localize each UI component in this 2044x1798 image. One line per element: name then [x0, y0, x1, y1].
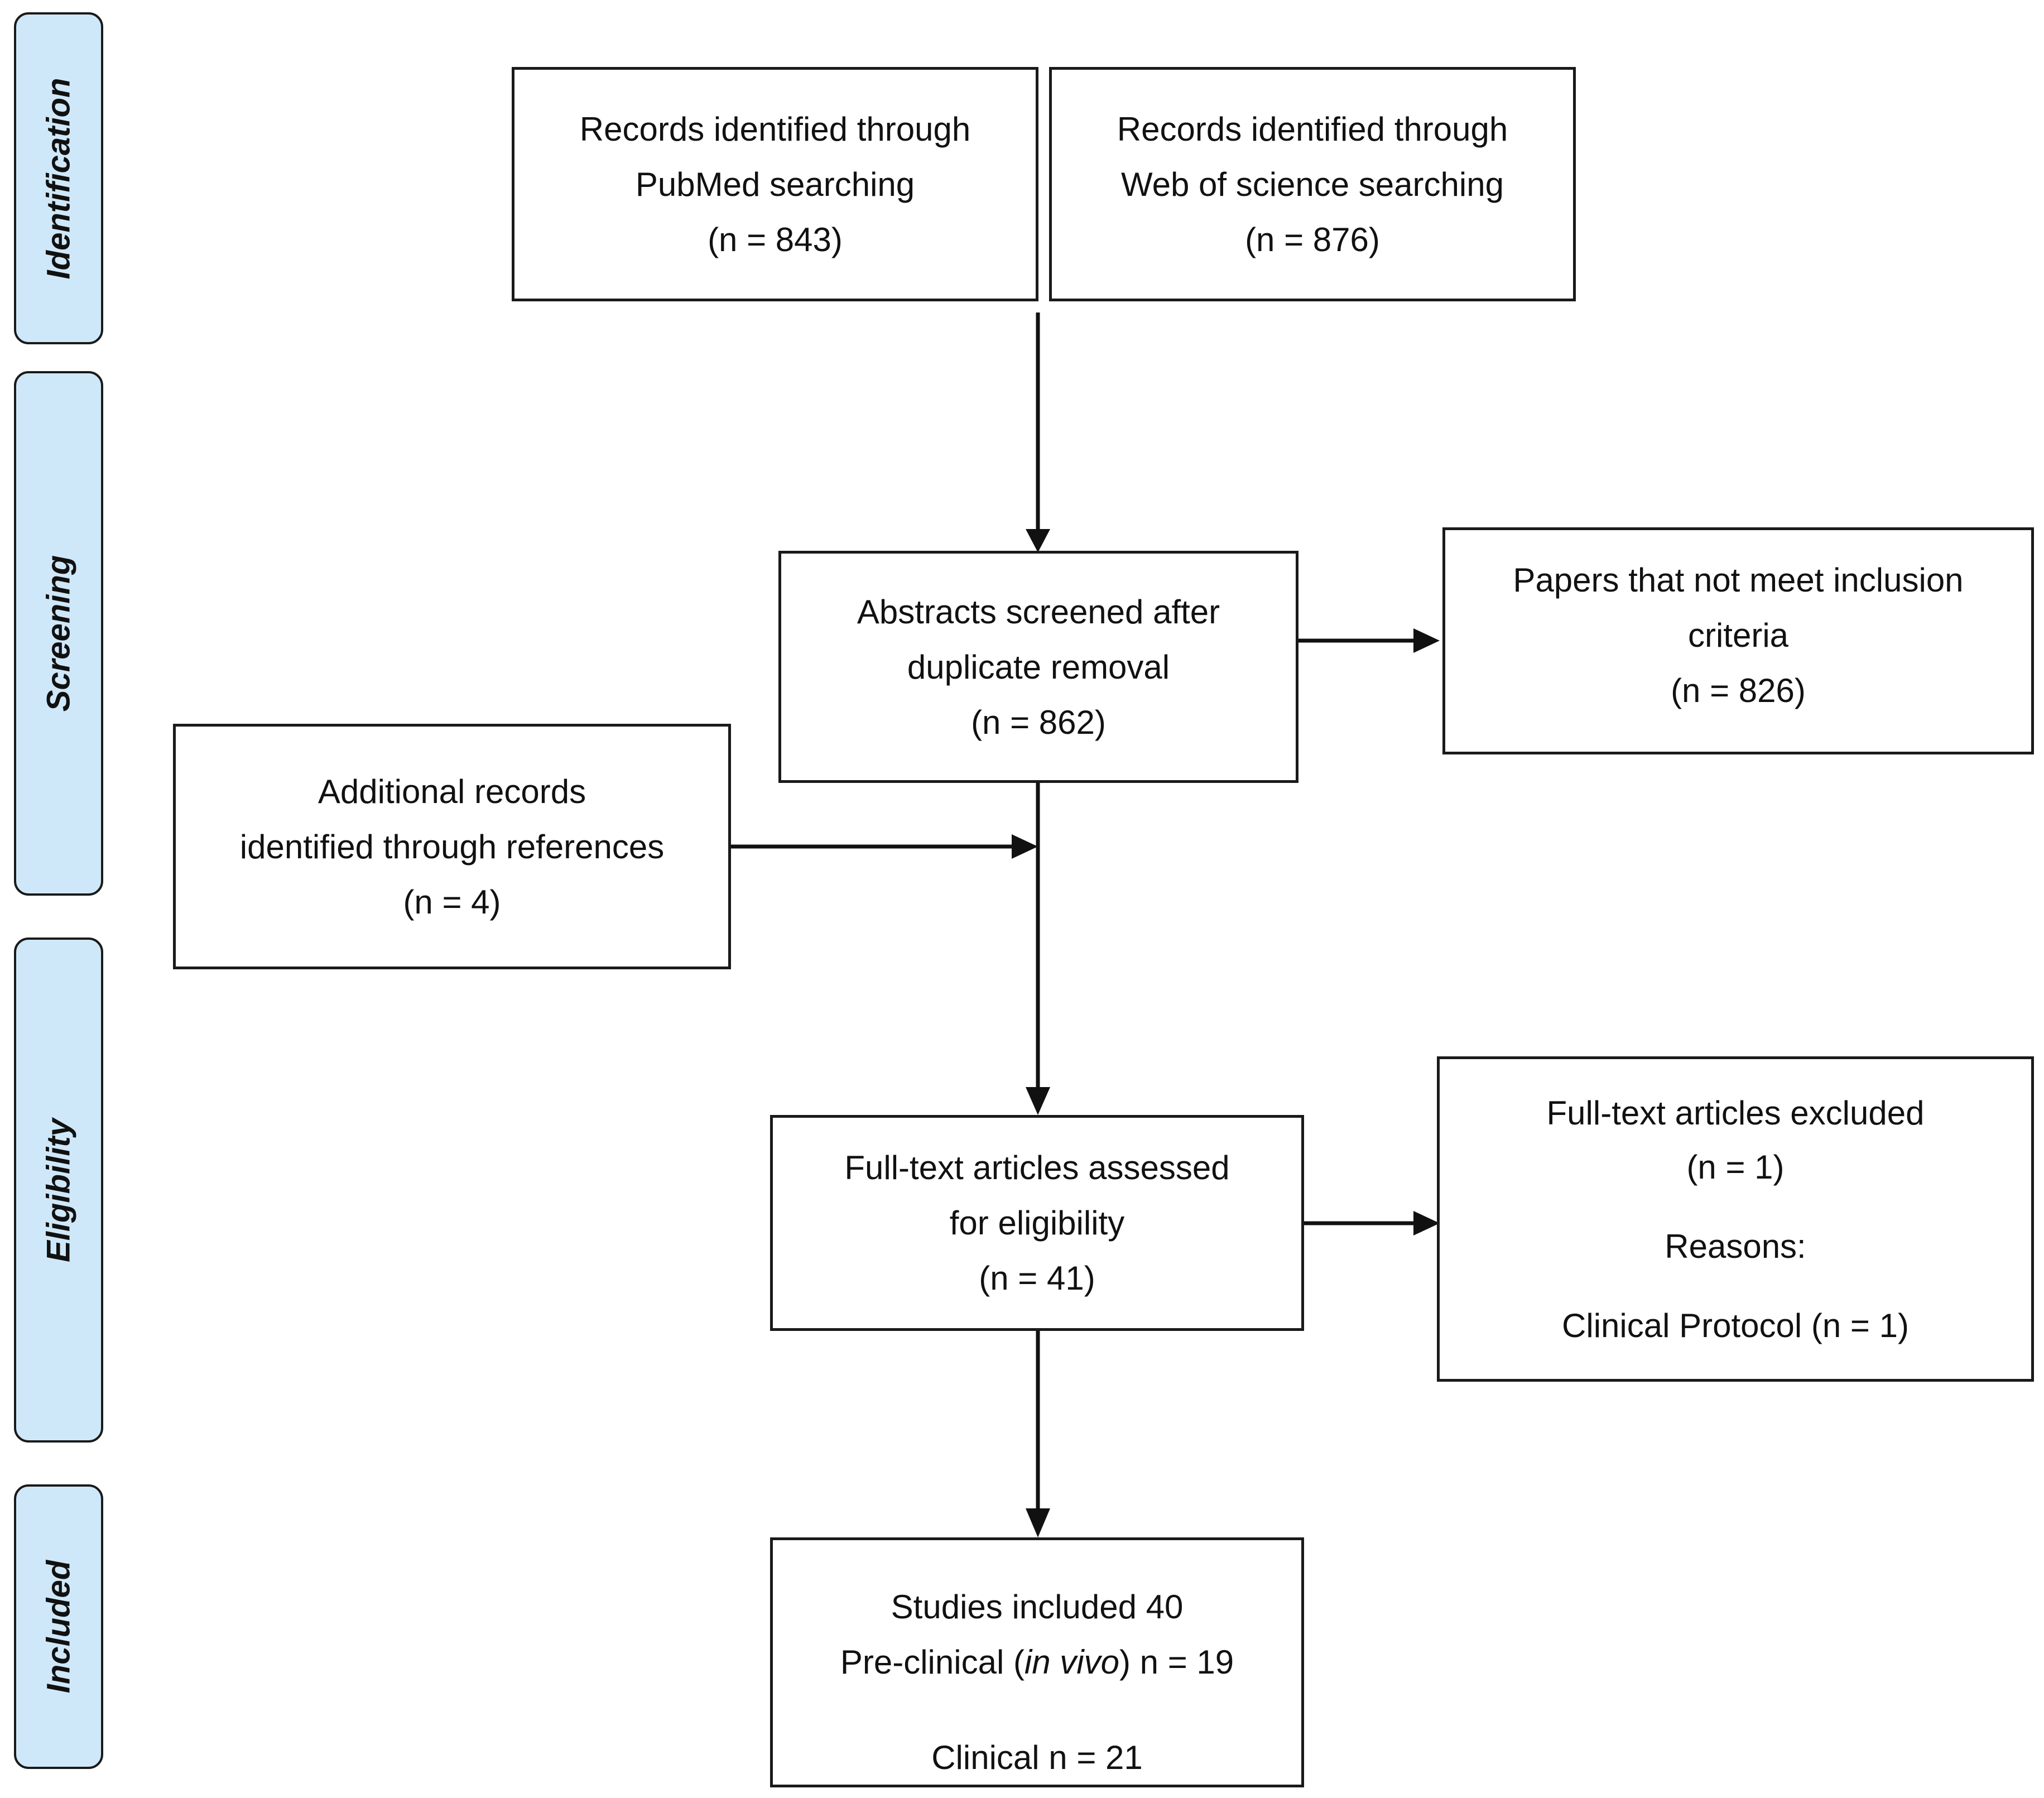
- excluded-reason-1: Clinical Protocol (n = 1): [1562, 1306, 1909, 1344]
- stage-eligibility: Eligibility: [14, 938, 103, 1443]
- arrowhead-additional: [1012, 834, 1038, 859]
- stage-screening: Screening: [14, 371, 103, 896]
- not-meet-criteria-box: Papers that not meet inclusion criteria …: [1442, 527, 2034, 754]
- additional-line1: Additional records: [318, 772, 586, 810]
- excluded-reasons-label: Reasons:: [1665, 1227, 1806, 1265]
- not-meet-line2: criteria: [1687, 617, 1789, 654]
- included-total: Studies included 40: [891, 1588, 1184, 1626]
- fulltext-line1: Full-text articles assessed: [844, 1149, 1230, 1186]
- fulltext-line2: for eligibility: [949, 1204, 1125, 1242]
- abstracts-count: (n = 862): [971, 703, 1106, 741]
- fulltext-count: (n = 41): [979, 1259, 1095, 1297]
- additional-records-box: Additional records identified through re…: [173, 724, 731, 969]
- wos-line1: Records identified through: [1117, 110, 1508, 148]
- included-clinical: Clinical n = 21: [931, 1739, 1143, 1776]
- pubmed-line2: PubMed searching: [635, 165, 915, 203]
- excluded-count: (n = 1): [1686, 1148, 1785, 1186]
- pubmed-line1: Records identified through: [579, 110, 971, 148]
- wos-records-box: Records identified through Web of scienc…: [1049, 67, 1576, 301]
- abstracts-line1: Abstracts screened after: [857, 593, 1220, 631]
- arrowhead-not-meet: [1413, 628, 1440, 653]
- wos-line2: Web of science searching: [1121, 165, 1504, 203]
- arrowhead-abstracts: [1026, 529, 1050, 552]
- studies-included-box: Studies included 40 Pre-clinical (in viv…: [770, 1537, 1304, 1787]
- preclinical-in-vivo: in vivo: [1024, 1643, 1119, 1681]
- included-preclinical: Pre-clinical (in vivo) n = 19: [840, 1634, 1234, 1690]
- pubmed-records-box: Records identified through PubMed search…: [512, 67, 1038, 301]
- pubmed-count: (n = 843): [708, 220, 843, 258]
- preclinical-suffix: ) n = 19: [1119, 1643, 1234, 1681]
- excluded-line1: Full-text articles excluded: [1546, 1094, 1925, 1132]
- additional-count: (n = 4): [403, 883, 501, 921]
- arrowhead-excluded: [1413, 1211, 1440, 1235]
- fulltext-assessed-box: Full-text articles assessed for eligibil…: [770, 1115, 1304, 1331]
- abstracts-line2: duplicate removal: [907, 648, 1170, 686]
- stage-included: Included: [14, 1484, 103, 1769]
- wos-count: (n = 876): [1245, 220, 1380, 258]
- not-meet-count: (n = 826): [1671, 672, 1806, 709]
- not-meet-line1: Papers that not meet inclusion: [1513, 561, 1964, 599]
- preclinical-prefix: Pre-clinical (: [840, 1643, 1025, 1681]
- fulltext-excluded-box: Full-text articles excluded (n = 1) Reas…: [1437, 1056, 2034, 1382]
- additional-line2: identified through references: [239, 828, 665, 866]
- arrowhead-fulltext: [1026, 1087, 1050, 1115]
- arrowhead-included: [1026, 1508, 1050, 1537]
- abstracts-screened-box: Abstracts screened after duplicate remov…: [778, 551, 1298, 783]
- stage-identification: Identification: [14, 12, 103, 344]
